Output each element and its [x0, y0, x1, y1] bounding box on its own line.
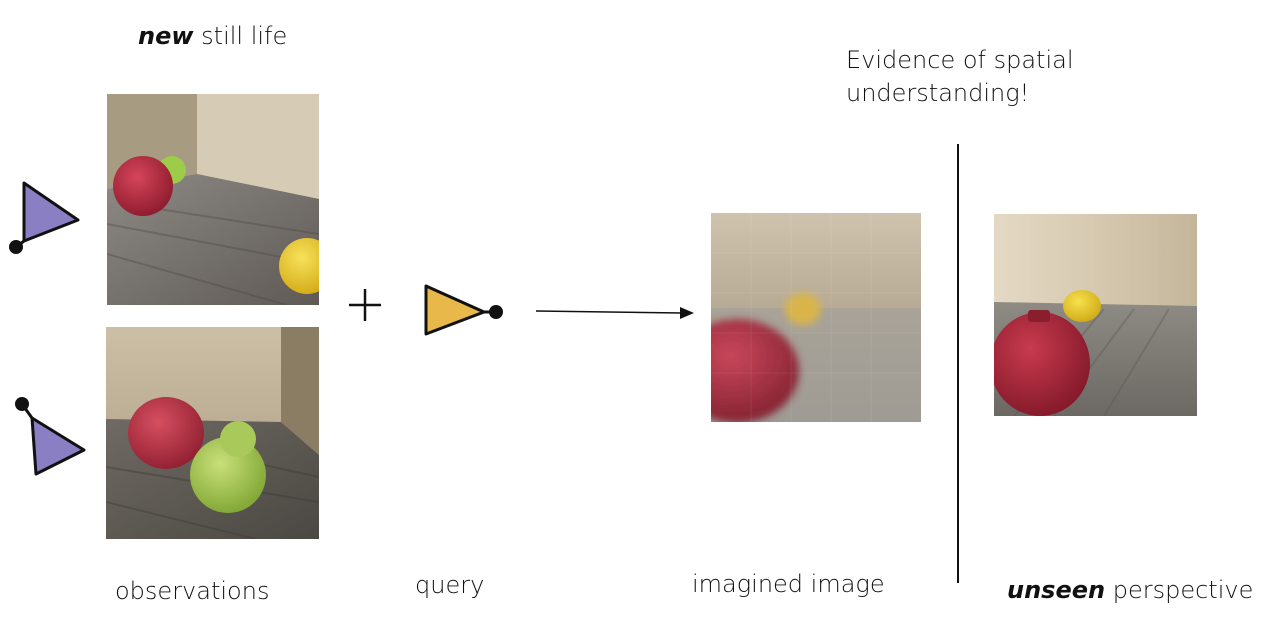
observation-camera-1 [9, 181, 80, 254]
camera-2-body [30, 416, 86, 476]
title: new still life [138, 22, 287, 50]
arrow-icon [535, 307, 694, 319]
divider [957, 144, 959, 583]
caption-imagined: imagined image [692, 570, 885, 598]
caption-observations: observations [115, 577, 270, 605]
caption-query: query [415, 571, 485, 599]
evidence-text: Evidence of spatial understanding! [846, 44, 1074, 110]
observation-camera-2 [15, 397, 86, 476]
evidence-line-1: Evidence of spatial [846, 46, 1074, 74]
caption-unseen-emphasis: unseen [1007, 576, 1106, 604]
caption-unseen: unseen perspective [1007, 576, 1253, 604]
title-emphasis: new [138, 22, 194, 50]
observation-image-2 [106, 327, 319, 539]
unseen-image [994, 214, 1197, 416]
evidence-line-2: understanding! [846, 79, 1030, 107]
title-rest: still life [193, 22, 288, 50]
caption-unseen-rest: perspective [1105, 576, 1254, 604]
imagined-image [711, 213, 921, 422]
camera-1-body [22, 181, 80, 243]
plus-icon [349, 289, 381, 321]
query-camera-icon [424, 284, 503, 336]
observation-image-1 [107, 94, 319, 305]
